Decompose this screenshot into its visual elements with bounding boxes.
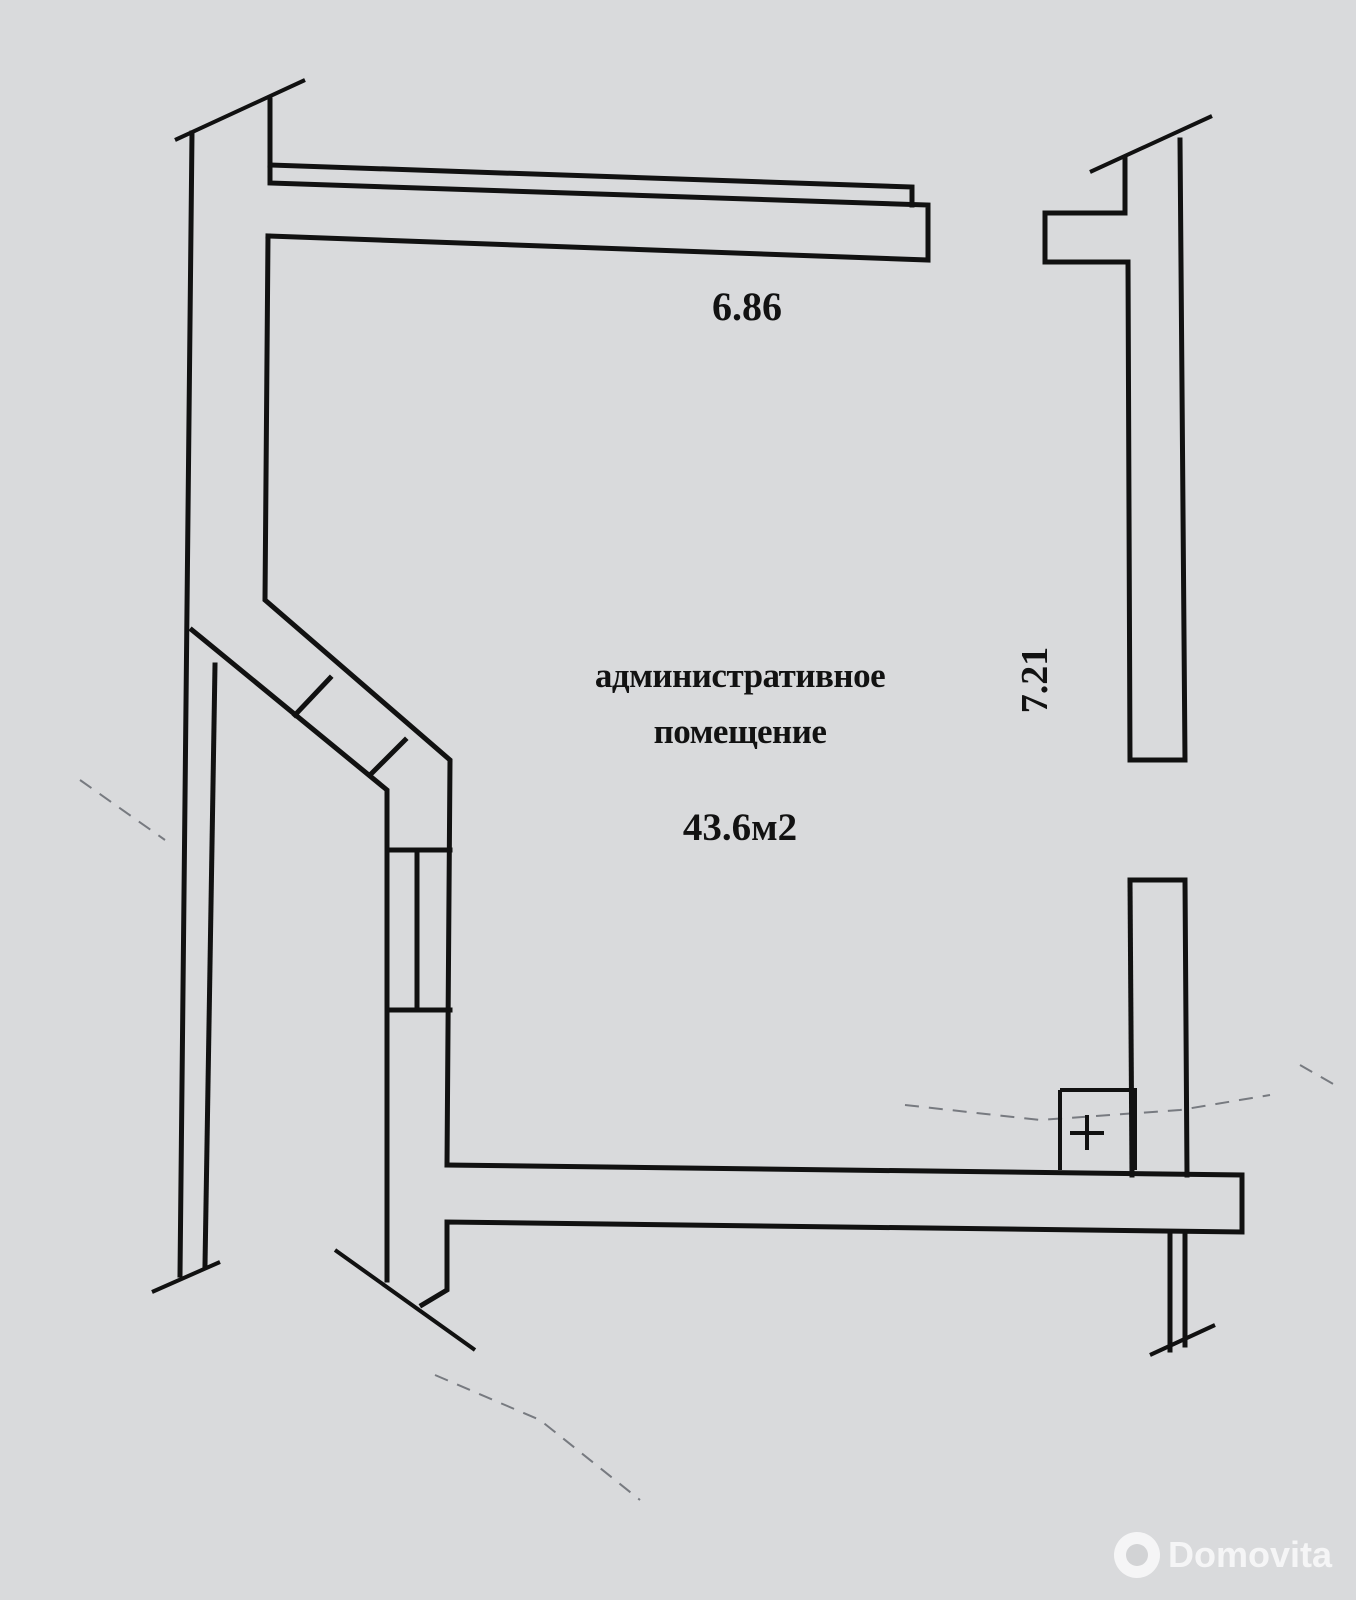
room-name-label: административное помещение <box>520 648 960 760</box>
watermark-text: Domovita <box>1167 1534 1332 1575</box>
room-name-line2: помещение <box>653 712 827 751</box>
west-interior-wall <box>188 233 477 1352</box>
width-dimension-label: 6.86 <box>712 284 782 329</box>
pencil-marks <box>79 779 1336 1501</box>
watermark: Domovita <box>1113 1532 1332 1578</box>
room-area-label: 43.6м2 <box>682 806 798 849</box>
left-outer-wall <box>151 78 306 1294</box>
room-name-line1: административное <box>594 656 886 695</box>
height-dimension-label: 7.21 <box>1014 646 1056 714</box>
bottom-wall <box>418 1162 1245 1357</box>
domovita-logo-icon <box>1113 1532 1160 1578</box>
top-wall <box>265 97 931 263</box>
right-wall-lower <box>1127 877 1190 1178</box>
fixture-symbol <box>1058 1088 1137 1170</box>
right-wall-upper <box>1042 114 1213 763</box>
